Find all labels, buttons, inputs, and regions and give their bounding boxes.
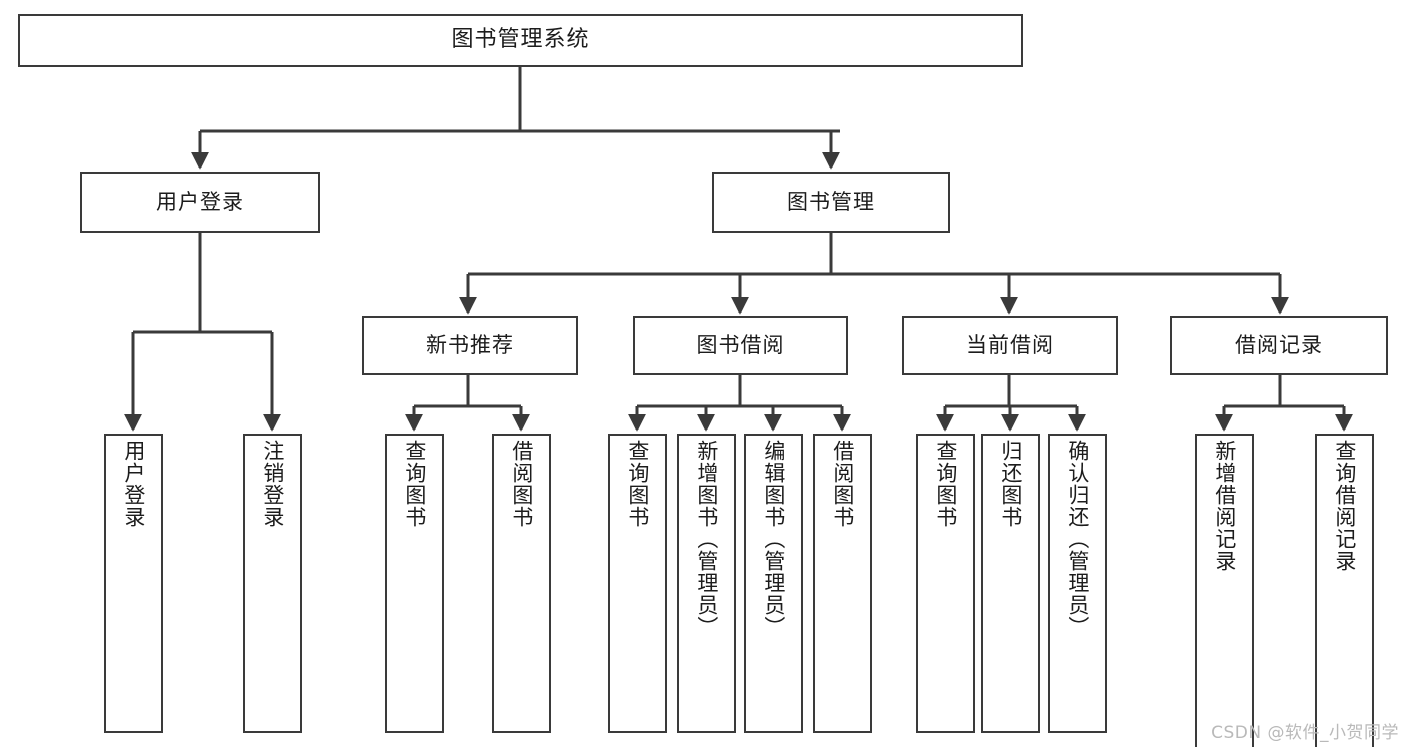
node-label: 用户登录 — [156, 189, 244, 214]
node-borrow-record[interactable]: 借阅记录 — [1170, 316, 1388, 375]
node-label: 归还图书 — [998, 440, 1023, 528]
node-label: 借阅图书 — [830, 440, 855, 528]
node-label: 借阅记录 — [1235, 332, 1323, 357]
node-label: 查询图书 — [933, 440, 958, 528]
leaf-book-borrow-add[interactable]: 新增图书（管理员） — [677, 434, 736, 733]
watermark: CSDN @软件_小贺同学 — [1211, 723, 1399, 743]
leaf-current-borrow-search[interactable]: 查询图书 — [916, 434, 975, 733]
node-label: 查询借阅记录 — [1332, 440, 1357, 572]
node-label: 图书管理 — [787, 189, 875, 214]
node-label: 用户登录 — [121, 440, 146, 528]
node-root-system[interactable]: 图书管理系统 — [18, 14, 1023, 67]
leaf-book-borrow-edit[interactable]: 编辑图书（管理员） — [744, 434, 803, 733]
node-book-management[interactable]: 图书管理 — [712, 172, 950, 233]
leaf-borrow-record-search[interactable]: 查询借阅记录 — [1315, 434, 1374, 747]
leaf-user-login-logout[interactable]: 注销登录 — [243, 434, 302, 733]
node-book-borrow[interactable]: 图书借阅 — [633, 316, 848, 375]
leaf-borrow-record-add[interactable]: 新增借阅记录 — [1195, 434, 1254, 747]
node-label: 新增图书（管理员） — [694, 440, 719, 638]
leaf-book-borrow-search[interactable]: 查询图书 — [608, 434, 667, 733]
node-label: 新书推荐 — [426, 332, 514, 357]
node-new-book-recommend[interactable]: 新书推荐 — [362, 316, 578, 375]
leaf-current-borrow-return[interactable]: 归还图书 — [981, 434, 1040, 733]
node-label: 当前借阅 — [966, 332, 1054, 357]
leaf-current-borrow-confirm-return[interactable]: 确认归还（管理员） — [1048, 434, 1107, 733]
node-label: 查询图书 — [402, 440, 427, 528]
node-user-login[interactable]: 用户登录 — [80, 172, 320, 233]
leaf-new-book-search[interactable]: 查询图书 — [385, 434, 444, 733]
node-current-borrow[interactable]: 当前借阅 — [902, 316, 1118, 375]
node-label: 借阅图书 — [509, 440, 534, 528]
node-label: 查询图书 — [625, 440, 650, 528]
leaf-new-book-borrow[interactable]: 借阅图书 — [492, 434, 551, 733]
leaf-user-login-login[interactable]: 用户登录 — [104, 434, 163, 733]
node-label: 编辑图书（管理员） — [761, 440, 786, 638]
node-label: 图书借阅 — [696, 332, 785, 357]
leaf-book-borrow-borrow[interactable]: 借阅图书 — [813, 434, 872, 733]
node-label: 注销登录 — [260, 440, 285, 528]
node-label: 图书管理系统 — [451, 27, 590, 53]
node-label: 新增借阅记录 — [1212, 440, 1237, 572]
node-label: 确认归还（管理员） — [1065, 440, 1090, 638]
